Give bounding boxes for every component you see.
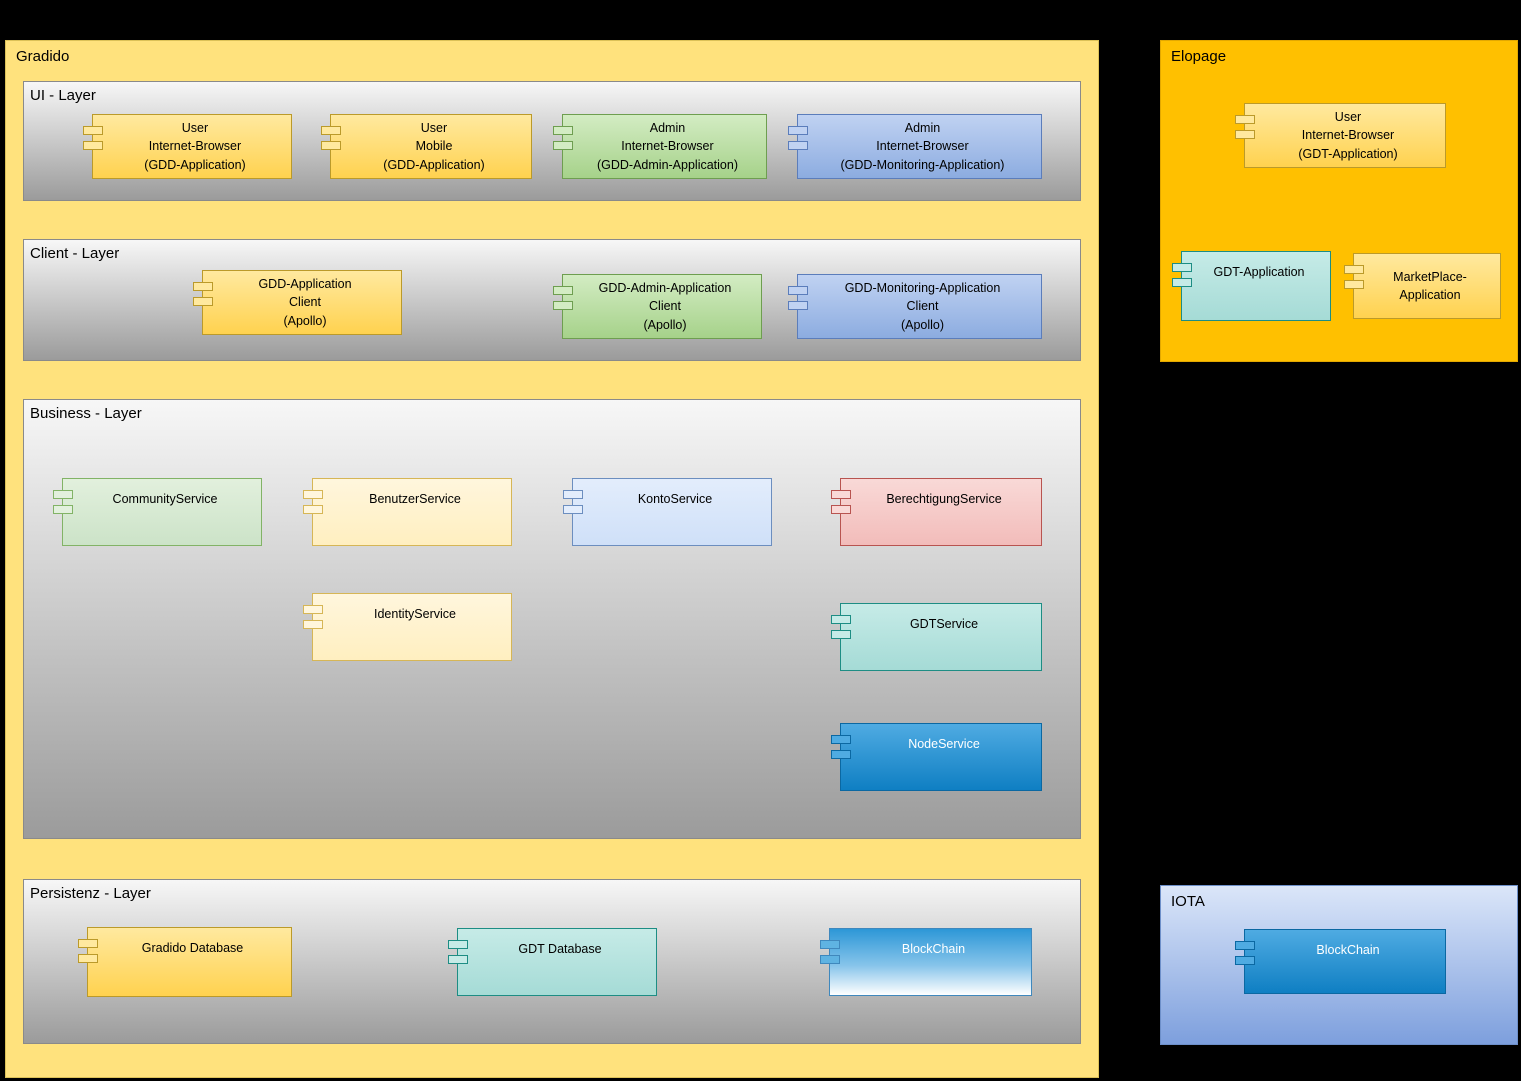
component-gdd-admin-application-client[interactable]: GDD-Admin-Application Client (Apollo) bbox=[553, 274, 762, 339]
component-label: GDTService bbox=[909, 617, 979, 631]
component-gdt-application[interactable]: GDT-Application bbox=[1172, 251, 1331, 321]
component-label: GDD-Admin-Application Client (Apollo) bbox=[598, 281, 732, 332]
component-user-internet-browser-gdt[interactable]: User Internet-Browser (GDT-Application) bbox=[1235, 103, 1446, 168]
component-port-icon bbox=[303, 490, 323, 499]
component-gdd-monitoring-application-client[interactable]: GDD-Monitoring-Application Client (Apoll… bbox=[788, 274, 1042, 339]
component-port-icon bbox=[303, 605, 323, 614]
component-label: GDT Database bbox=[518, 942, 602, 956]
component-label: KontoService bbox=[637, 492, 713, 506]
component-label: MarketPlace- Application bbox=[1393, 269, 1467, 302]
container-iota[interactable]: IOTA BlockChain bbox=[1160, 885, 1518, 1045]
component-gdd-application-client[interactable]: GDD-Application Client (Apollo) bbox=[193, 270, 402, 335]
component-user-mobile-gdd[interactable]: User Mobile (GDD-Application) bbox=[321, 114, 532, 179]
component-port-icon bbox=[83, 126, 103, 135]
component-port-icon bbox=[563, 505, 583, 514]
component-port-icon bbox=[820, 940, 840, 949]
component-port-icon bbox=[1235, 956, 1255, 965]
component-label: IdentityService bbox=[374, 607, 456, 621]
component-port-icon bbox=[788, 286, 808, 295]
component-gdt-database[interactable]: GDT Database bbox=[448, 928, 657, 996]
component-port-icon bbox=[831, 490, 851, 499]
component-label: BenutzerService bbox=[369, 492, 461, 506]
component-label: Gradido Database bbox=[141, 941, 244, 955]
component-port-icon bbox=[563, 490, 583, 499]
component-port-icon bbox=[448, 955, 468, 964]
container-gradido-label: Gradido bbox=[16, 48, 70, 65]
component-port-icon bbox=[553, 301, 573, 310]
component-port-icon bbox=[553, 141, 573, 150]
component-label: User Internet-Browser (GDD-Application) bbox=[144, 121, 246, 172]
container-gradido[interactable]: Gradido UI - Layer User Internet-Browser… bbox=[5, 40, 1099, 1078]
component-label: BlockChain bbox=[901, 942, 966, 956]
component-port-icon bbox=[78, 939, 98, 948]
component-port-icon bbox=[78, 954, 98, 963]
component-label: NodeService bbox=[908, 737, 980, 751]
component-label: GDT-Application bbox=[1213, 265, 1305, 279]
component-konto-service[interactable]: KontoService bbox=[563, 478, 772, 546]
component-port-icon bbox=[53, 490, 73, 499]
component-label: GDD-Monitoring-Application Client (Apoll… bbox=[844, 281, 1001, 332]
component-port-icon bbox=[831, 505, 851, 514]
component-port-icon bbox=[193, 282, 213, 291]
layer-ui[interactable]: UI - Layer User Internet-Browser (GDD-Ap… bbox=[23, 81, 1081, 201]
component-label: CommunityService bbox=[112, 492, 218, 506]
component-admin-internet-browser-gdd-admin[interactable]: Admin Internet-Browser (GDD-Admin-Applic… bbox=[553, 114, 767, 179]
component-identity-service[interactable]: IdentityService bbox=[303, 593, 512, 661]
component-port-icon bbox=[788, 126, 808, 135]
component-port-icon bbox=[1172, 278, 1192, 287]
component-port-icon bbox=[1235, 130, 1255, 139]
component-port-icon bbox=[448, 940, 468, 949]
component-port-icon bbox=[1235, 115, 1255, 124]
component-port-icon bbox=[321, 141, 341, 150]
component-port-icon bbox=[1235, 941, 1255, 950]
component-benutzer-service[interactable]: BenutzerService bbox=[303, 478, 512, 546]
component-port-icon bbox=[553, 286, 573, 295]
component-gdt-service[interactable]: GDTService bbox=[831, 603, 1042, 671]
component-port-icon bbox=[303, 620, 323, 629]
component-community-service[interactable]: CommunityService bbox=[53, 478, 262, 546]
component-marketplace-application[interactable]: MarketPlace- Application bbox=[1344, 253, 1501, 319]
layer-persistenz[interactable]: Persistenz - Layer Gradido Database GDT … bbox=[23, 879, 1081, 1044]
component-port-icon bbox=[303, 505, 323, 514]
component-port-icon bbox=[1172, 263, 1192, 272]
layer-client-label: Client - Layer bbox=[30, 245, 120, 262]
component-label: User Mobile (GDD-Application) bbox=[383, 121, 485, 172]
component-berechtigung-service[interactable]: BerechtigungService bbox=[831, 478, 1042, 546]
layer-ui-label: UI - Layer bbox=[30, 87, 96, 104]
component-port-icon bbox=[193, 297, 213, 306]
component-label: BlockChain bbox=[1316, 943, 1380, 957]
component-blockchain-iota[interactable]: BlockChain bbox=[1235, 929, 1446, 994]
component-port-icon bbox=[788, 141, 808, 150]
component-port-icon bbox=[1344, 280, 1364, 289]
component-port-icon bbox=[1344, 265, 1364, 274]
container-elopage[interactable]: Elopage User Internet-Browser (GDT-Appli… bbox=[1160, 40, 1518, 362]
layer-client[interactable]: Client - Layer GDD-Application Client (A… bbox=[23, 239, 1081, 361]
component-node-service[interactable]: NodeService bbox=[831, 723, 1042, 791]
component-blockchain-gradido[interactable]: BlockChain bbox=[820, 928, 1032, 996]
container-elopage-label: Elopage bbox=[1171, 48, 1227, 65]
layer-business[interactable]: Business - Layer CommunityService Benutz… bbox=[23, 399, 1081, 839]
component-port-icon bbox=[83, 141, 103, 150]
component-port-icon bbox=[831, 630, 851, 639]
component-port-icon bbox=[831, 750, 851, 759]
component-label: Admin Internet-Browser (GDD-Admin-Applic… bbox=[596, 121, 738, 172]
component-port-icon bbox=[321, 126, 341, 135]
component-user-internet-browser-gdd[interactable]: User Internet-Browser (GDD-Application) bbox=[83, 114, 292, 179]
component-port-icon bbox=[553, 126, 573, 135]
component-label: BerechtigungService bbox=[886, 492, 1002, 506]
component-label: Admin Internet-Browser (GDD-Monitoring-A… bbox=[840, 121, 1005, 172]
component-port-icon bbox=[831, 615, 851, 624]
component-port-icon bbox=[53, 505, 73, 514]
component-port-icon bbox=[788, 301, 808, 310]
component-port-icon bbox=[820, 955, 840, 964]
component-admin-internet-browser-gdd-monitoring[interactable]: Admin Internet-Browser (GDD-Monitoring-A… bbox=[788, 114, 1042, 179]
component-gradido-database[interactable]: Gradido Database bbox=[78, 927, 292, 997]
layer-business-label: Business - Layer bbox=[30, 405, 142, 422]
component-label: User Internet-Browser (GDT-Application) bbox=[1298, 110, 1398, 161]
layer-persistenz-label: Persistenz - Layer bbox=[30, 885, 151, 902]
container-iota-label: IOTA bbox=[1171, 893, 1205, 910]
component-label: GDD-Application Client (Apollo) bbox=[258, 277, 352, 328]
component-port-icon bbox=[831, 735, 851, 744]
